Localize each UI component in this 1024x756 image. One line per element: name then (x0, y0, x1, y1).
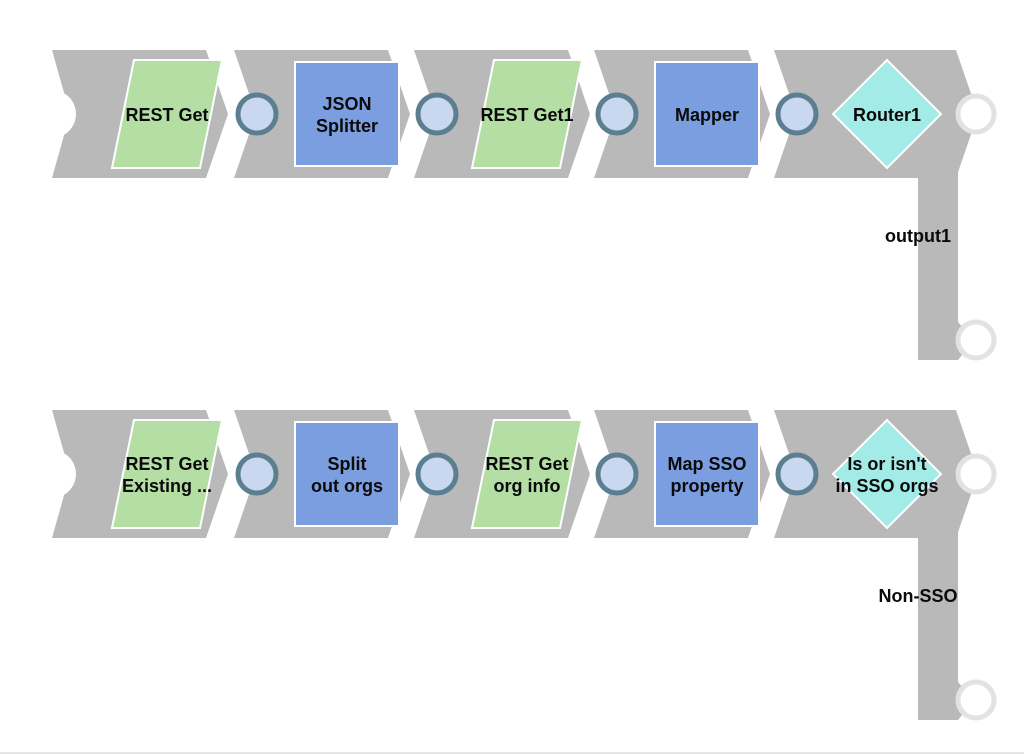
transform-snap-icon[interactable] (294, 421, 400, 527)
snap-label: REST Get (125, 454, 208, 474)
snap-label: JSON (322, 94, 371, 114)
transform-snap-icon[interactable] (294, 61, 400, 167)
read-snap-icon[interactable] (110, 59, 224, 169)
router-snap-icon[interactable] (831, 58, 943, 170)
read-snap-icon[interactable] (470, 59, 584, 169)
connector-icon[interactable] (595, 452, 639, 496)
snap-label: in SSO orgs (835, 476, 938, 496)
snap-label: REST Get1 (480, 105, 573, 125)
snap-transform[interactable]: Mapper (654, 61, 760, 167)
snap-label: out orgs (311, 476, 383, 496)
transform-snap-icon[interactable] (654, 421, 760, 527)
read-snap-icon[interactable] (110, 419, 224, 529)
output-port-icon[interactable] (955, 453, 997, 495)
snap-read[interactable]: REST Get (110, 59, 224, 169)
router-snap-icon[interactable] (831, 418, 943, 530)
connector-icon[interactable] (235, 452, 279, 496)
snap-label: REST Get (125, 105, 208, 125)
branch-track (918, 532, 974, 720)
connector-icon[interactable] (595, 92, 639, 136)
branch-output-port-icon[interactable] (955, 319, 997, 361)
connector-icon[interactable] (775, 452, 819, 496)
snap-label: Existing ... (122, 476, 212, 496)
snap-label: Split (328, 454, 367, 474)
snap-read[interactable]: REST Get1 (470, 59, 584, 169)
snap-label: Mapper (675, 105, 739, 125)
input-port-mask (20, 84, 52, 144)
snap-label: Is or isn't (847, 454, 926, 474)
snap-label: property (670, 476, 743, 496)
output-port-icon[interactable] (955, 93, 997, 135)
transform-snap-icon[interactable] (654, 61, 760, 167)
snap-router[interactable]: Router1 (831, 58, 943, 170)
connector-icon[interactable] (415, 452, 459, 496)
input-port-mask (20, 444, 52, 504)
branch-label: Non-SSO (879, 586, 958, 606)
snap-label: org info (494, 476, 561, 496)
connector-icon[interactable] (235, 92, 279, 136)
snap-label: Splitter (316, 116, 378, 136)
read-snap-icon[interactable] (470, 419, 584, 529)
bottom-divider (0, 752, 1024, 754)
snap-label: Router1 (853, 105, 921, 125)
snap-read[interactable]: REST GetExisting ... (110, 419, 224, 529)
snap-label: REST Get (485, 454, 568, 474)
snap-label: Map SSO (667, 454, 746, 474)
connector-icon[interactable] (415, 92, 459, 136)
branch-output-port-icon[interactable] (955, 679, 997, 721)
branch-track (918, 172, 974, 360)
branch-label: output1 (885, 226, 951, 246)
snap-router[interactable]: Is or isn'tin SSO orgs (831, 418, 943, 530)
connector-icon[interactable] (775, 92, 819, 136)
